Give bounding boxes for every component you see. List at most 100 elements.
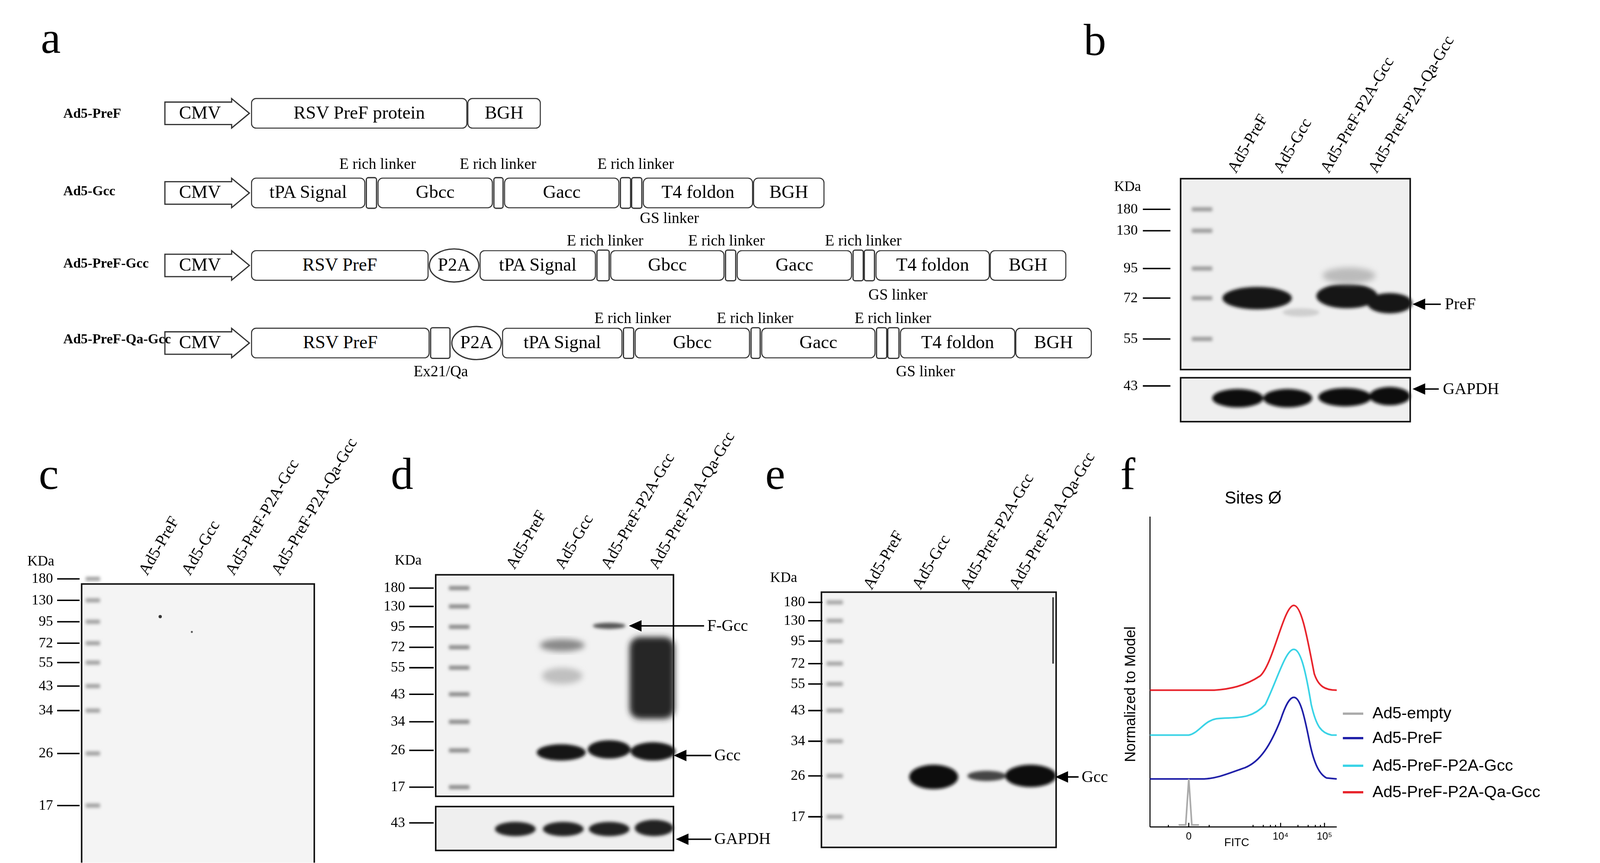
legend-text: Ad5-PreF-P2A-Qa-Gcc — [1372, 782, 1541, 802]
blot-b-part — [1191, 207, 1213, 342]
promoter-arrow: CMV — [164, 97, 251, 129]
figure-label: E rich linker — [688, 231, 765, 250]
gene-box: RSV PreF — [251, 250, 429, 281]
figure-label: 72 — [1123, 289, 1138, 306]
gene-label: tPA Signal — [269, 182, 348, 203]
panel-letter: b — [1083, 15, 1107, 67]
figure-label: KDa — [1113, 178, 1141, 196]
blot-d-part — [630, 621, 712, 844]
blot-b-part-part — [1142, 338, 1171, 340]
figure-label: Gcc — [714, 745, 741, 765]
blot-e-part-part — [808, 815, 823, 818]
figure-label: Gcc — [1081, 767, 1108, 786]
blot-d-part-part — [408, 821, 434, 824]
blot-b-part — [1222, 283, 1413, 313]
blot-b-part-part — [1191, 336, 1213, 341]
blot-e-part-part — [1004, 764, 1056, 787]
blot-e — [808, 592, 1079, 847]
flow-histogram-part-part — [1323, 822, 1325, 827]
blot-d-part-part — [536, 743, 586, 761]
lane-label: Ad5-PreF-P2A-Qa-Gcc — [1005, 448, 1100, 593]
blot-d-part-part — [634, 819, 674, 836]
blot-e-part-part — [967, 770, 1007, 781]
flow-histogram-part-part — [1280, 822, 1282, 827]
blot-d-part-part — [408, 646, 434, 648]
blot-c-part — [81, 583, 315, 863]
figure-label: KDa — [770, 569, 798, 586]
flow-histogram-part — [1149, 649, 1337, 735]
blot-e-part — [821, 592, 1056, 847]
p2a-ellipse: P2A — [450, 325, 503, 361]
blot-b-part-part — [1318, 387, 1372, 406]
figure-label: 130 — [31, 591, 54, 609]
blot-d-part-part — [448, 585, 470, 590]
flow-histogram — [1149, 516, 1337, 827]
blot-b-part — [1282, 308, 1320, 317]
figure-label: 180 — [1116, 200, 1138, 218]
outline-shape — [164, 328, 250, 358]
figure-label: 72 — [390, 638, 406, 656]
gene-label: Gbcc — [647, 255, 687, 276]
gene-label: Gacc — [799, 332, 838, 354]
blot-e-part-part — [808, 601, 823, 603]
blot-d-part-part — [408, 586, 434, 589]
gene-box: Gbcc — [610, 250, 725, 281]
gene-label: BGH — [1034, 332, 1074, 354]
gene-box: Gbcc — [634, 327, 751, 359]
gene-box: tPA Signal — [502, 327, 623, 359]
outline-shape — [164, 178, 250, 208]
figure-label: GS linker — [639, 209, 699, 228]
p2a-ellipse: P2A — [428, 247, 480, 283]
blot-b-part-part — [1212, 388, 1264, 407]
flow-histogram-part — [1178, 778, 1199, 825]
blot-d-part — [541, 667, 583, 684]
figure-label: Ex21/Qa — [413, 362, 469, 381]
blot-d-part-part — [408, 785, 434, 788]
blot-b-part-part — [1191, 228, 1213, 233]
figure-label: 55 — [38, 653, 54, 671]
gene-label: RSV PreF — [302, 255, 378, 276]
figure-label: 17 — [790, 808, 805, 825]
blot-e-part-part — [826, 738, 844, 743]
gene-label: Gacc — [542, 182, 581, 203]
panel-letter: d — [390, 448, 414, 501]
blot-e-part-part — [826, 814, 844, 819]
figure-label: 130 — [383, 598, 406, 615]
blot-e-part — [1052, 596, 1054, 664]
blot-d-part-part — [408, 749, 434, 751]
blot-e-part — [808, 602, 823, 817]
gene-label: CMV — [179, 182, 222, 203]
gene-label: T4 foldon — [661, 182, 735, 203]
blot-b-part-part — [1263, 388, 1313, 407]
flow-histogram-part-part — [1262, 824, 1264, 827]
blot-c-part — [57, 578, 80, 805]
figure-label: 10⁴ — [1272, 829, 1289, 842]
figure-label: 43 — [390, 685, 406, 702]
blot-d-part-part — [408, 693, 434, 695]
figure-label: 26 — [790, 767, 805, 784]
blot-e-part-part — [826, 773, 844, 778]
gene-label: BGH — [769, 182, 809, 203]
figure-label: 10⁵ — [1316, 829, 1333, 842]
blot-c-part-part — [85, 659, 100, 664]
blot-d-part-part — [630, 741, 676, 760]
gene-label: Gbcc — [672, 332, 712, 354]
blot-d-part-part — [636, 624, 705, 627]
blot-d-part-part — [588, 821, 630, 836]
flow-histogram-part-part — [1188, 822, 1190, 827]
flow-histogram-part-part — [1208, 824, 1210, 827]
blot-e-part-part — [826, 708, 844, 712]
linker-boxes-part — [725, 250, 736, 281]
blot-d-part — [629, 636, 675, 719]
panel-letter: f — [1120, 448, 1136, 501]
figure-label: 72 — [790, 655, 805, 672]
outline-shape — [451, 326, 502, 360]
legend-samples — [1342, 713, 1364, 792]
lane-label: Ad5-PreF — [859, 527, 908, 593]
blot-c-part-part — [57, 577, 80, 580]
linker-boxes-part — [623, 327, 635, 359]
gene-label: CMV — [179, 332, 222, 354]
figure-label: FITC — [1224, 835, 1250, 849]
linker-boxes — [366, 177, 899, 358]
blot-e-part — [826, 599, 844, 819]
